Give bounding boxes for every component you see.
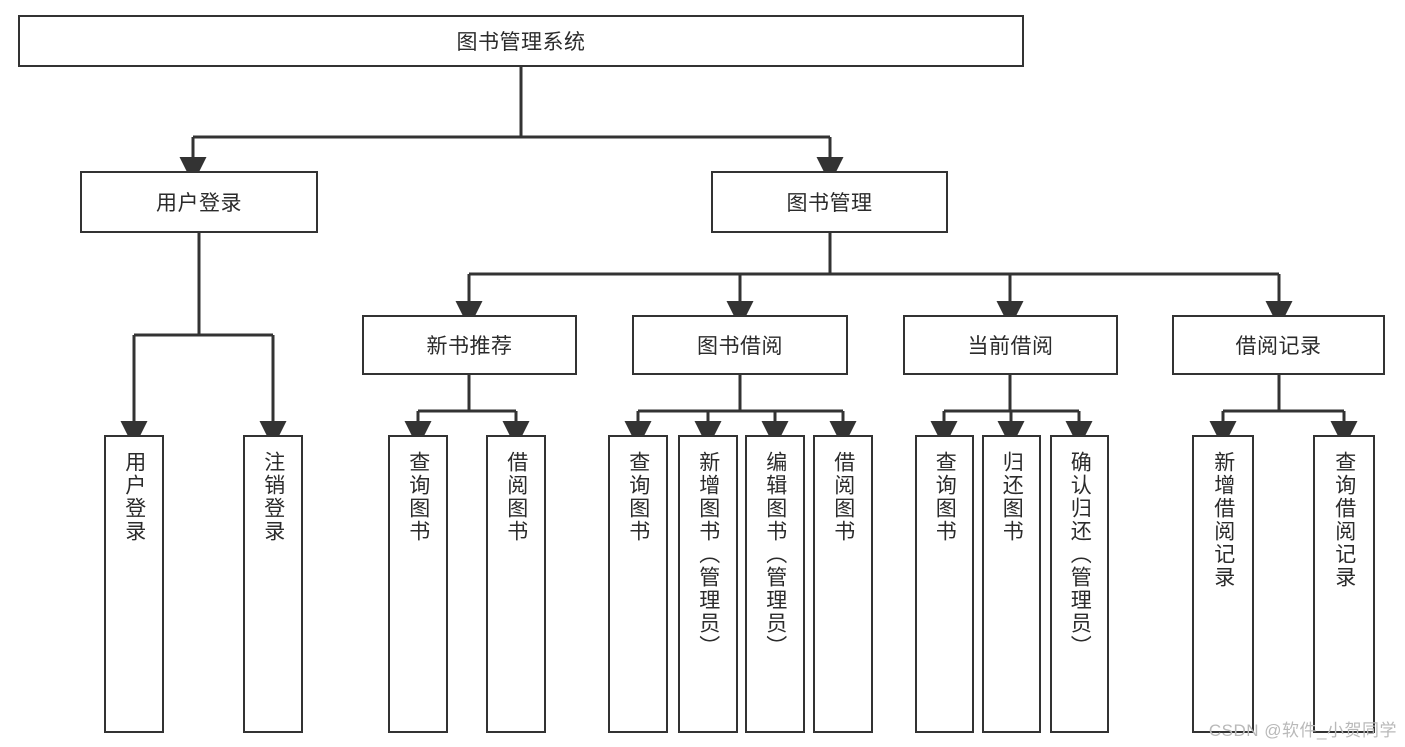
leaf-node-label: 查询借阅记录	[1332, 451, 1356, 589]
node-current-borrow-label: 当前借阅	[967, 335, 1054, 358]
leaf-node[interactable]: 新增借阅记录	[1192, 435, 1254, 733]
leaf-node-label: 查询图书	[933, 451, 957, 543]
node-root-label: 图书管理系统	[456, 31, 586, 54]
watermark: CSDN @软件_小贺同学	[1208, 721, 1397, 740]
node-borrow-record[interactable]: 借阅记录	[1172, 315, 1385, 375]
leaf-node[interactable]: 查询图书	[608, 435, 668, 733]
leaf-node[interactable]: 查询图书	[388, 435, 448, 733]
leaf-node[interactable]: 归还图书	[982, 435, 1041, 733]
leaf-node-label: 确认归还（管理员）	[1068, 451, 1092, 658]
leaf-node[interactable]: 编辑图书（管理员）	[745, 435, 805, 733]
node-borrow-record-label: 借阅记录	[1235, 335, 1322, 358]
node-user-login[interactable]: 用户登录	[80, 171, 318, 233]
node-new-book-recommend[interactable]: 新书推荐	[362, 315, 577, 375]
leaf-node-label: 新增图书（管理员）	[696, 451, 720, 658]
node-new-book-recommend-label: 新书推荐	[426, 335, 513, 358]
leaf-node-label: 查询图书	[406, 451, 430, 543]
node-book-borrow-label: 图书借阅	[697, 335, 783, 358]
leaf-node[interactable]: 查询借阅记录	[1313, 435, 1375, 733]
leaf-node-label: 新增借阅记录	[1211, 451, 1235, 589]
leaf-node[interactable]: 新增图书（管理员）	[678, 435, 738, 733]
leaf-node-label: 用户登录	[122, 451, 146, 543]
leaf-node-label: 借阅图书	[504, 451, 528, 543]
leaf-node[interactable]: 注销登录	[243, 435, 303, 733]
leaf-node-label: 归还图书	[1000, 451, 1024, 543]
node-book-borrow[interactable]: 图书借阅	[632, 315, 848, 375]
leaf-node[interactable]: 借阅图书	[813, 435, 873, 733]
node-root[interactable]: 图书管理系统	[18, 15, 1024, 67]
leaf-node[interactable]: 借阅图书	[486, 435, 546, 733]
leaf-node-label: 查询图书	[626, 451, 650, 543]
leaf-node-label: 编辑图书（管理员）	[763, 451, 787, 658]
node-current-borrow[interactable]: 当前借阅	[903, 315, 1118, 375]
leaf-node[interactable]: 查询图书	[915, 435, 974, 733]
leaf-node[interactable]: 用户登录	[104, 435, 164, 733]
node-user-login-label: 用户登录	[156, 192, 242, 215]
leaf-node-label: 注销登录	[261, 451, 285, 543]
node-book-management[interactable]: 图书管理	[711, 171, 948, 233]
leaf-node[interactable]: 确认归还（管理员）	[1050, 435, 1109, 733]
node-book-management-label: 图书管理	[786, 192, 873, 215]
leaf-node-label: 借阅图书	[831, 451, 855, 543]
